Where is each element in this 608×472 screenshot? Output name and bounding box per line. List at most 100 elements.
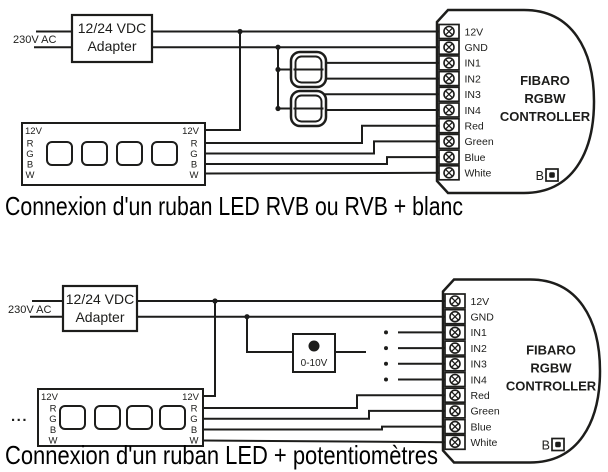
white-wire <box>204 171 445 175</box>
red-wire <box>203 394 450 409</box>
strip-channel-b-right: B <box>191 160 197 171</box>
strip-channel-g-right: G <box>190 414 197 425</box>
strip-channel-g-left: G <box>26 149 33 160</box>
terminal-label: Green <box>465 136 494 148</box>
terminal-label: 12V <box>465 26 484 38</box>
controller-body <box>435 8 596 195</box>
terminal-label: White <box>465 168 492 180</box>
strip-channel-w-left: W <box>49 436 58 447</box>
led-chip <box>151 141 178 166</box>
strip-power-drop <box>205 31 241 131</box>
terminal-row: Green <box>444 403 500 419</box>
strip-channel-b-left: B <box>27 160 33 171</box>
led-chip <box>94 405 121 430</box>
led-chip <box>59 405 86 430</box>
terminal-row: Blue <box>438 149 486 165</box>
led-chip <box>159 405 186 430</box>
controller-terminals: 12V GND IN1 IN2 IN3 IN4 Red Green Blue W… <box>438 23 494 181</box>
terminal-row: Red <box>444 387 490 404</box>
strip-channel-w-right: W <box>190 170 199 181</box>
service-button-dot <box>549 172 555 178</box>
strip-channel-r-right: R <box>191 403 198 414</box>
led-chip <box>126 405 153 430</box>
terminal-row: IN2 <box>438 70 482 87</box>
junction-dot <box>237 28 243 35</box>
service-button-label: B <box>536 169 544 183</box>
terminal-row: IN1 <box>438 55 482 71</box>
terminal-row: GND <box>444 308 494 325</box>
led-chip <box>46 141 73 166</box>
terminal-label: IN2 <box>465 73 482 85</box>
strip-channel-b-right: B <box>191 425 197 436</box>
terminal-label: Green <box>471 406 500 418</box>
controller-brand-line1: FIBARO <box>526 343 576 358</box>
diagram1-caption: Connexion d'un ruban LED RVB ou RVB + bl… <box>5 191 463 221</box>
controller-brand-line1: FIBARO <box>520 73 570 88</box>
terminal-row: IN3 <box>444 355 488 372</box>
strip-channel-g-left: G <box>49 414 56 425</box>
led-chip <box>116 141 143 166</box>
terminal-label: Blue <box>465 152 486 164</box>
strip-channel-b-left: B <box>50 425 56 436</box>
junction-dot <box>244 314 250 320</box>
terminal-row: White <box>444 434 498 451</box>
terminal-row: Green <box>438 133 494 150</box>
adapter-label-line2: Adapter <box>87 38 136 54</box>
terminal-label: White <box>471 437 498 449</box>
green-wire <box>205 140 444 155</box>
controller-brand-line3: CONTROLLER <box>506 379 597 394</box>
adapter-label-line1: 12/24 VDC <box>66 291 134 307</box>
strip-power-label-left: 12V <box>41 392 59 403</box>
green-wire <box>203 409 450 420</box>
terminal-row: IN1 <box>444 324 487 341</box>
controller-terminals: 12V GND IN1 IN2 IN3 IN4 Red Green Blue W… <box>444 293 500 451</box>
strip-channel-w-left: W <box>26 170 35 181</box>
momentary-switch-1-icon <box>289 50 328 89</box>
mains-label: 230V AC <box>13 34 56 46</box>
controller-brand-line2: RGBW <box>524 91 566 106</box>
controller-brand-line3: CONTROLLER <box>500 109 591 124</box>
terminal-label: IN1 <box>465 58 482 70</box>
diagram-led-potentiometers: 230V AC 12/24 VDC Adapter 0-10V ... 12V … <box>5 278 602 470</box>
mains-label: 230V AC <box>8 304 51 316</box>
terminal-row: IN3 <box>438 86 482 103</box>
junction-dot <box>212 298 218 304</box>
strip-power-drop <box>203 301 216 397</box>
strip-power-label-right: 12V <box>182 392 200 403</box>
terminal-label: IN3 <box>465 89 482 101</box>
junction-dot <box>275 44 281 50</box>
led-chip <box>81 141 108 166</box>
strip-power-label-left: 12V <box>25 126 43 137</box>
terminal-label: IN4 <box>465 105 482 117</box>
strip-channel-r-left: R <box>27 139 34 150</box>
controller-body <box>441 278 602 464</box>
terminal-row: Red <box>438 117 484 134</box>
strip-channel-w-right: W <box>190 436 199 447</box>
diagram-led-rgb: 230V AC 12/24 VDC Adapter 12V 12V R G B … <box>5 8 596 221</box>
strip-channel-g-right: G <box>190 149 197 160</box>
adapter-box <box>70 13 154 64</box>
terminal-row: IN4 <box>444 371 487 388</box>
in3-continuation-dot <box>384 361 388 366</box>
white-wire <box>202 439 451 444</box>
terminal-label: GND <box>465 42 489 54</box>
in4-continuation-dot <box>384 377 388 382</box>
strip-channel-r-left: R <box>50 403 57 414</box>
adapter-box <box>61 284 139 333</box>
terminal-label: IN2 <box>471 343 488 355</box>
service-button-dot <box>555 441 561 448</box>
potentiometer-feed-wire <box>246 316 293 353</box>
adapter-label-line1: 12/24 VDC <box>78 20 146 36</box>
terminal-label: Red <box>471 390 490 402</box>
service-button-label: B <box>542 439 550 453</box>
blue-wire <box>205 156 444 165</box>
terminal-row: GND <box>438 39 489 56</box>
junction-dot <box>275 66 281 73</box>
controller-brand-line2: RGBW <box>530 361 572 376</box>
adapter-label-line2: Adapter <box>75 309 124 325</box>
in2-continuation-dot <box>384 346 388 351</box>
strip-channel-r-right: R <box>191 139 198 150</box>
terminal-label: IN3 <box>471 359 488 371</box>
terminal-row: IN2 <box>444 340 488 356</box>
terminal-label: Red <box>465 121 484 133</box>
